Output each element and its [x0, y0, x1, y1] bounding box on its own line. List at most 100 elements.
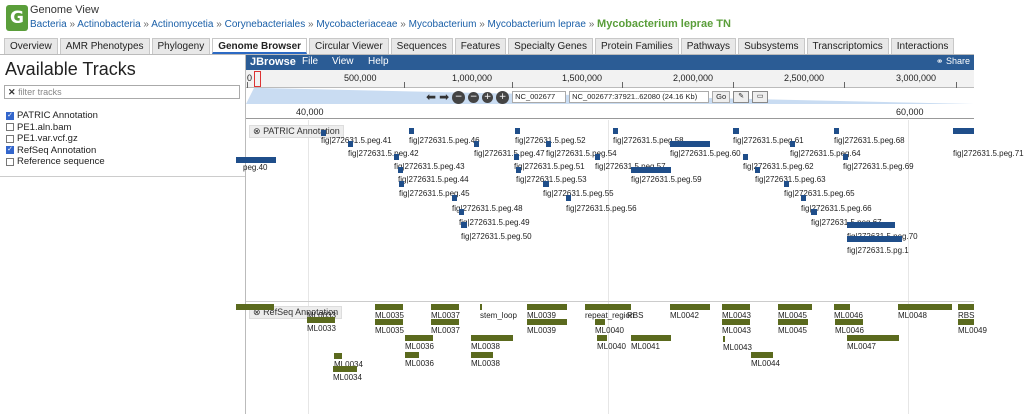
patric-feature-label[interactable]: fig|272631.5.peg.59 [631, 175, 702, 184]
patric-feature[interactable] [595, 154, 600, 160]
patric-feature[interactable] [670, 141, 710, 147]
refseq-feature-label[interactable]: ML0037 [431, 326, 460, 335]
refseq-feature-label[interactable]: ML0045 [778, 326, 807, 335]
patric-feature-label[interactable]: fig|272631.5.peg.64 [790, 149, 861, 158]
refseq-feature[interactable] [723, 336, 725, 342]
track-list-item[interactable]: Reference sequence [6, 156, 105, 168]
refseq-feature[interactable] [333, 366, 357, 372]
refseq-feature[interactable] [471, 335, 513, 341]
patric-feature[interactable] [546, 141, 551, 147]
refseq-feature-label[interactable]: ML0046 [835, 326, 864, 335]
patric-feature-label[interactable]: fig|272631.5.peg.54 [546, 149, 617, 158]
track-list-item[interactable]: ✓RefSeq Annotation [6, 145, 105, 157]
patric-feature[interactable] [398, 167, 403, 173]
patric-feature[interactable] [515, 128, 520, 134]
refseq-feature[interactable] [471, 352, 493, 358]
refseq-feature[interactable] [778, 304, 812, 310]
refseq-feature[interactable] [236, 304, 274, 310]
tab-subsystems[interactable]: Subsystems [738, 38, 805, 54]
patric-feature[interactable] [236, 157, 276, 163]
refseq-feature-label[interactable]: ML0038 [471, 359, 500, 368]
refseq-feature-label[interactable]: ML0045 [778, 311, 807, 320]
tab-protein-families[interactable]: Protein Families [595, 38, 679, 54]
refseq-feature-label[interactable]: ML0040 [595, 326, 624, 335]
track-list-item[interactable]: PE1.aln.bam [6, 122, 105, 134]
refseq-feature[interactable] [627, 304, 629, 310]
patric-feature[interactable] [790, 141, 795, 147]
refseq-feature-label[interactable]: stem_loop [480, 311, 517, 320]
menu-file[interactable]: File [302, 56, 319, 67]
patric-feature[interactable] [755, 167, 760, 173]
refseq-feature[interactable] [595, 319, 605, 325]
refseq-feature[interactable] [375, 304, 403, 310]
tab-features[interactable]: Features [454, 38, 507, 54]
patric-feature[interactable] [348, 141, 353, 147]
share-button[interactable]: ⚭ Share [936, 56, 970, 67]
patric-feature-label[interactable]: fig|272631.5.peg.68 [834, 136, 905, 145]
refseq-feature[interactable] [958, 319, 974, 325]
reference-sequence-select[interactable]: NC_002677 [512, 91, 567, 103]
tab-overview[interactable]: Overview [4, 38, 58, 54]
patric-feature-label[interactable]: fig|272631.5.peg.56 [566, 204, 637, 213]
patric-feature-label[interactable]: fig|272631.5.peg.65 [784, 189, 855, 198]
patric-feature-label[interactable]: peg.40 [243, 163, 268, 172]
track-area[interactable]: ⊗ PATRIC Annotation ⊗ RefSeq Annotation … [236, 120, 1024, 414]
refseq-feature-label[interactable]: ML0040 [597, 342, 626, 351]
patric-feature-label[interactable]: fig|272631.5.peg.62 [743, 162, 814, 171]
tab-phylogeny[interactable]: Phylogeny [151, 38, 211, 54]
track-checkbox[interactable]: ✓ [6, 146, 14, 155]
refseq-feature-label[interactable]: ML0033 [307, 311, 336, 320]
patric-feature[interactable] [409, 128, 414, 134]
location-input[interactable]: NC_002677:37921..62080 (24.16 Kb) [569, 91, 710, 103]
refseq-feature-label[interactable]: ML0033 [307, 324, 336, 333]
refseq-feature-label[interactable]: ML0039 [527, 326, 556, 335]
refseq-feature[interactable] [431, 304, 459, 310]
refseq-feature[interactable] [585, 304, 631, 310]
refseq-feature-label[interactable]: ML0048 [898, 311, 927, 320]
breadcrumb-link[interactable]: Corynebacteriales [224, 19, 306, 30]
patric-feature[interactable] [743, 154, 748, 160]
patric-feature[interactable] [452, 195, 457, 201]
patric-feature[interactable] [847, 222, 895, 228]
refseq-feature-label[interactable]: ML0047 [847, 342, 876, 351]
patric-feature[interactable] [514, 154, 519, 160]
refseq-feature-label[interactable]: ML0043 [723, 343, 752, 352]
patric-feature-label[interactable]: fig|272631.5.peg.51 [514, 162, 585, 171]
refseq-feature[interactable] [722, 319, 750, 325]
refseq-feature[interactable] [527, 319, 567, 325]
patric-feature-label[interactable]: fig|272631.5.peg.42 [348, 149, 419, 158]
patric-feature[interactable] [321, 130, 326, 136]
tab-specialty-genes[interactable]: Specialty Genes [508, 38, 593, 54]
patric-feature-label[interactable]: fig|272631.5.peg.45 [399, 189, 470, 198]
refseq-feature-label[interactable]: ML0039 [527, 311, 556, 320]
refseq-feature-label[interactable]: ML0038 [471, 342, 500, 351]
zoom-out-large-icon[interactable]: − [452, 90, 466, 104]
refseq-feature-label[interactable]: ML0035 [375, 311, 404, 320]
patric-feature[interactable] [399, 181, 404, 187]
pan-left-icon[interactable]: ⬅ [426, 90, 437, 104]
track-config-icon[interactable]: ▭ [752, 91, 769, 103]
patric-feature[interactable] [459, 209, 464, 215]
refseq-feature[interactable] [334, 353, 342, 359]
patric-feature-label[interactable]: fig|272631.5.peg.53 [516, 175, 587, 184]
track-checkbox[interactable] [6, 157, 14, 166]
patric-feature[interactable] [474, 141, 479, 147]
patric-feature-label[interactable]: fig|272631.5.peg.48 [452, 204, 523, 213]
highlight-icon[interactable]: ✎ [733, 91, 750, 103]
patric-feature-label[interactable]: fig|272631.5.peg.52 [515, 136, 586, 145]
patric-feature[interactable] [631, 167, 671, 173]
patric-feature-label[interactable]: fig|272631.5.peg.63 [755, 175, 826, 184]
refseq-feature-label[interactable]: ML0034 [334, 360, 363, 369]
patric-feature[interactable] [843, 154, 848, 160]
patric-feature[interactable] [516, 167, 521, 173]
track-checkbox[interactable] [6, 123, 14, 132]
patric-feature[interactable] [566, 195, 571, 201]
refseq-feature-label[interactable]: ML0042 [670, 311, 699, 320]
zoom-in-large-icon[interactable]: + [496, 90, 510, 104]
refseq-feature[interactable] [480, 304, 482, 310]
menu-view[interactable]: View [332, 56, 354, 67]
refseq-feature-label[interactable]: ML0049 [958, 326, 987, 335]
refseq-feature[interactable] [958, 304, 974, 310]
refseq-feature-label[interactable]: ML0043 [722, 311, 751, 320]
close-track-icon[interactable]: ⊗ [253, 126, 261, 136]
